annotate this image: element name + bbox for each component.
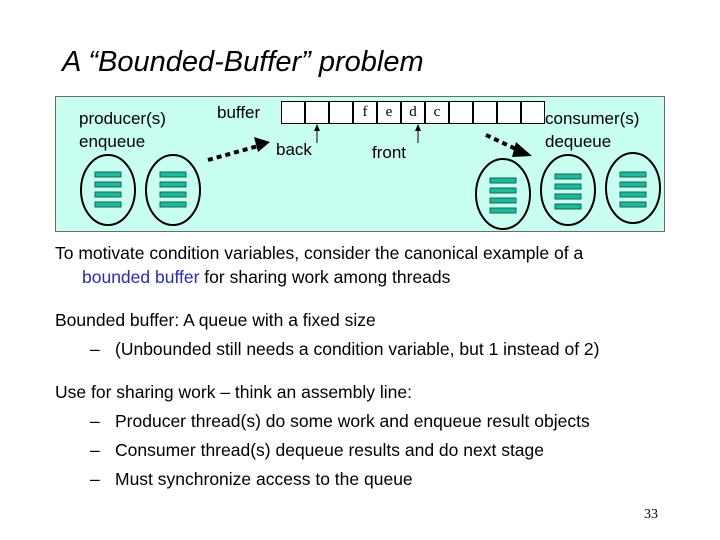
consumer-label: consumer(s) dequeue (545, 107, 639, 153)
consumer-thread-2 (540, 154, 596, 226)
paragraph-2-bullet: (Unbounded still needs a condition varia… (115, 339, 600, 359)
buffer-cell: c (425, 101, 449, 124)
slide-title: A “Bounded-Buffer” problem (62, 46, 424, 78)
consumer-label-line-2: dequeue (545, 132, 612, 151)
producer-thread-1 (80, 154, 136, 226)
consumer-label-line-1: consumer(s) (545, 109, 640, 128)
paragraph-3-bullet-1: Producer thread(s) do some work and enqu… (115, 411, 590, 431)
dequeue-arrow (485, 133, 532, 157)
buffer-cell (329, 101, 353, 124)
paragraph-3-dash-2: – (90, 440, 100, 460)
paragraph-3-bullet-2: Consumer thread(s) dequeue results and d… (115, 440, 545, 460)
buffer-cell (281, 101, 305, 124)
paragraph-2-dash: – (90, 339, 100, 359)
buffer-cell: f (353, 101, 377, 124)
page-number: 33 (644, 507, 658, 522)
paragraph-3-dash-1: – (90, 411, 100, 431)
buffer-cell (305, 101, 329, 124)
paragraph-2-line-1: Bounded buffer: A queue with a fixed siz… (55, 310, 376, 330)
paragraph-3-dash-3: – (90, 469, 100, 489)
buffer-label: buffer (217, 103, 261, 122)
back-label: back (276, 140, 312, 159)
producer-label-line-2: enqueue (79, 132, 146, 151)
buffer-cell (497, 101, 521, 124)
paragraph-1-line-1: To motivate condition variables, conside… (55, 243, 584, 263)
front-pointer (415, 124, 421, 143)
producer-label-line-1: producer(s) (79, 109, 166, 128)
consumer-thread-1 (475, 158, 531, 230)
producer-thread-2 (145, 154, 201, 226)
buffer-cell: e (377, 101, 401, 124)
paragraph-1-line-2: bounded buffer for sharing work among th… (82, 267, 450, 288)
paragraph-1-rest: for sharing work among threads (199, 267, 451, 287)
buffer-cell (521, 101, 545, 124)
producer-label: producer(s) enqueue (79, 107, 166, 153)
consumer-thread-3 (605, 152, 661, 224)
buffer-cell (449, 101, 473, 124)
bounded-buffer-term: bounded buffer (82, 267, 200, 287)
buffer-cell: d (401, 101, 425, 124)
back-pointer (314, 124, 320, 143)
enqueue-arrow (207, 137, 270, 162)
paragraph-3-bullet-3: Must synchronize access to the queue (115, 469, 413, 489)
front-label: front (372, 143, 407, 162)
paragraph-3-line-1: Use for sharing work – think an assembly… (55, 382, 412, 402)
buffer-cell (473, 101, 497, 124)
